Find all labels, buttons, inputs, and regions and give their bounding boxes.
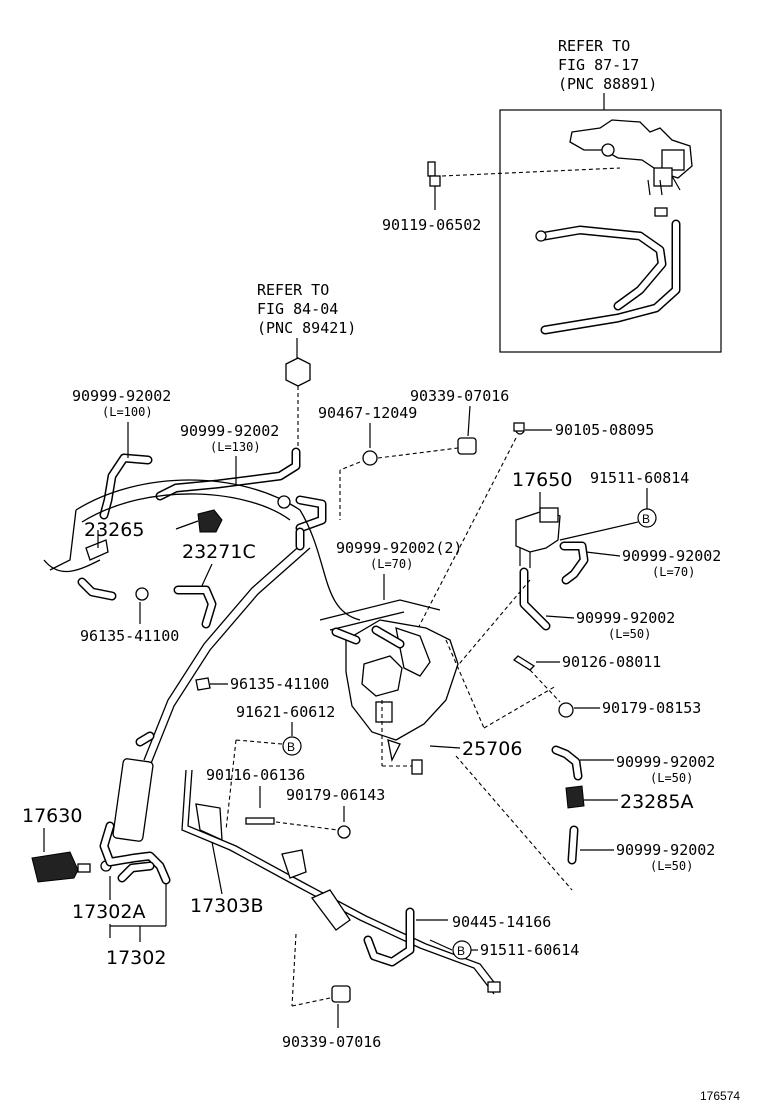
label-90999-92002-2: 90999-92002(2) — [336, 539, 462, 557]
egr-assembly-25706: 25706 — [319, 599, 522, 775]
circle-b-60612-letter: B — [287, 740, 295, 754]
nut-90179-08153-group: 90179-08153 — [558, 699, 701, 718]
label-17302A: 17302A — [72, 901, 145, 923]
circle-b-60814-letter: B — [642, 512, 650, 526]
stud-90126-08011-group: 90126-08011 — [512, 653, 661, 703]
label-90999-92002-d: 90999-92002 — [576, 609, 675, 627]
stud-90116-06136 — [245, 817, 275, 825]
label-90999-92002-2-length: (L=70) — [370, 557, 413, 571]
sensor-part-89421 — [285, 357, 311, 387]
label-17630: 17630 — [22, 805, 82, 827]
plug-90339-07016-top — [457, 437, 477, 455]
circle-b-60614-letter: B — [457, 944, 465, 958]
bolt-90119-06502-group: 90119-06502 — [382, 161, 621, 234]
valve-23285A-group: 23285A — [565, 785, 693, 813]
illustration-id: 176574 — [700, 1089, 740, 1103]
label-23265: 23265 — [84, 519, 144, 541]
refer-87-17-line2: FIG 87-17 — [558, 56, 639, 74]
filter-17630-group: 17630 — [22, 805, 112, 883]
label-90999-92002-e: 90999-92002 — [616, 753, 715, 771]
bolt-91621-60612-group: 91621-60612 B — [225, 703, 335, 831]
filter-17630 — [31, 851, 79, 883]
label-90999-92002-a: 90999-92002 — [72, 387, 171, 405]
label-90999-92002-f: 90999-92002 — [616, 841, 715, 859]
refer-84-04-line1: REFER TO — [257, 281, 329, 299]
label-90999-92002-c: 90999-92002 — [622, 547, 721, 565]
label-90116-06136: 90116-06136 — [206, 766, 305, 784]
label-90999-92002-f-length: (L=50) — [650, 859, 693, 873]
refer-87-17-box — [499, 109, 722, 353]
label-91621-60612: 91621-60612 — [236, 703, 335, 721]
clip-96135-41100-b-group: 96135-41100 — [195, 675, 329, 693]
label-91511-60614: 91511-60614 — [480, 941, 579, 959]
clip-90467-12049 — [362, 450, 378, 466]
valve-23265-group: 23265 — [84, 495, 291, 541]
label-90126-08011: 90126-08011 — [562, 653, 661, 671]
label-90999-92002-b-length: (L=130) — [210, 440, 261, 454]
main-pipe-group — [112, 527, 311, 842]
refer-fig-87-17-group: REFER TO FIG 87-17 (PNC 88891) — [499, 37, 722, 353]
label-96135-41100-a: 96135-41100 — [80, 627, 179, 645]
label-90105-08095: 90105-08095 — [555, 421, 654, 439]
refer-84-04-line3: (PNC 89421) — [257, 319, 356, 337]
label-91511-60814: 91511-60814 — [590, 469, 689, 487]
screw-90105-08095-group: 90105-08095 — [411, 421, 654, 641]
label-90445-14166: 90445-14166 — [452, 913, 551, 931]
label-90119-06502: 90119-06502 — [382, 216, 481, 234]
label-96135-41100-b: 96135-41100 — [230, 675, 329, 693]
label-90999-92002-e-length: (L=50) — [650, 771, 693, 785]
stud-nut-group: 90116-06136 90179-06143 — [206, 766, 385, 839]
label-90179-08153: 90179-08153 — [602, 699, 701, 717]
nut-90179-06143 — [337, 825, 351, 839]
label-90999-92002-d-length: (L=50) — [608, 627, 651, 641]
pipe-17303B-group: 17303B — [181, 769, 501, 995]
refer-87-17-line1: REFER TO — [558, 37, 630, 55]
label-90339-07016-bottom: 90339-07016 — [282, 1033, 381, 1051]
label-23271C: 23271C — [182, 541, 256, 563]
upper-left-hose-group — [43, 447, 361, 621]
label-90999-92002-c-length: (L=70) — [652, 565, 695, 579]
label-90179-06143: 90179-06143 — [286, 786, 385, 804]
circle-b-60814 — [637, 508, 657, 528]
vsv-17650-group: 17650 91511-60814 B — [512, 469, 689, 568]
label-90999-92002-a-length: (L=100) — [102, 405, 153, 419]
label-17303B: 17303B — [190, 895, 263, 917]
plug-90339-07016-bottom-group: 90339-07016 — [282, 933, 381, 1051]
valve-23265 — [197, 509, 223, 533]
hose-23271C-group: 23271C — [173, 541, 256, 629]
label-25706: 25706 — [462, 738, 522, 760]
label-90999-92002-b: 90999-92002 — [180, 422, 279, 440]
clip-96135-41100-a-group: 96135-41100 — [80, 587, 179, 645]
refer-fig-84-04-group: REFER TO FIG 84-04 (PNC 89421) — [257, 281, 356, 452]
label-17650: 17650 — [512, 469, 572, 491]
label-90467-12049: 90467-12049 — [318, 404, 417, 422]
refer-87-17-line3: (PNC 88891) — [558, 75, 657, 93]
label-90339-07016-top: 90339-07016 — [410, 387, 509, 405]
label-23285A: 23285A — [620, 791, 693, 813]
label-17302: 17302 — [106, 947, 166, 969]
circle-b-60612 — [282, 736, 302, 756]
valve-23285A — [565, 785, 585, 809]
refer-84-04-line2: FIG 84-04 — [257, 300, 338, 318]
vsv-bracket-assembly — [569, 119, 693, 196]
